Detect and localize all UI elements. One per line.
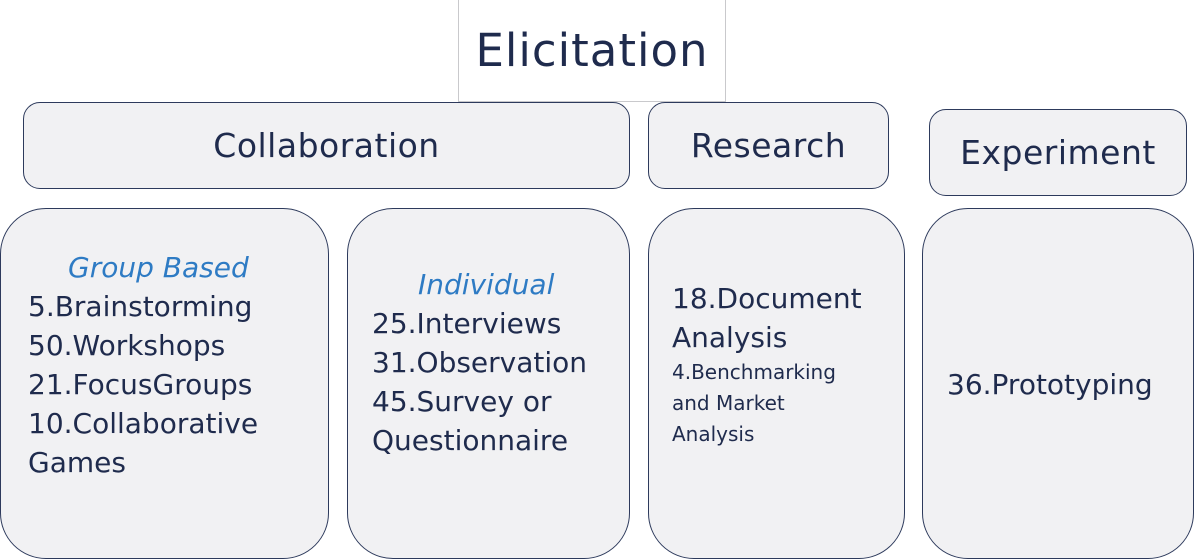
card-group-based: Group Based 5.Brainstorming 50.Workshops… [0,208,329,559]
list-item: 36.Prototyping [947,368,1153,401]
category-collaboration: Collaboration [23,102,630,189]
category-experiment-label: Experiment [960,133,1156,172]
category-experiment: Experiment [929,109,1187,196]
list-item: 25.Interviews [372,307,562,340]
list-item: 18.Document [672,282,862,315]
list-item-small: 4.Benchmarking [672,360,836,384]
list-item: Questionnaire [372,424,569,457]
list-item: Games [28,446,126,479]
diagram-title: Elicitation [458,0,726,102]
card-experiment: 36.Prototyping [922,208,1194,559]
category-research: Research [648,102,889,189]
list-item: 31.Observation [372,346,588,379]
list-item: 5.Brainstorming [28,290,253,323]
list-item: Analysis [672,321,788,354]
category-collaboration-label: Collaboration [213,126,440,165]
card-research: 18.Document Analysis 4.Benchmarking and … [648,208,905,559]
card-individual: Individual 25.Interviews 31.Observation … [347,208,630,559]
list-item: 10.Collaborative [28,407,259,440]
card-individual-heading: Individual [418,268,555,301]
list-item: 50.Workshops [28,329,226,362]
category-research-label: Research [690,126,847,165]
list-item: 45.Survey or [372,385,552,418]
card-group-heading: Group Based [68,251,249,284]
list-item-small: Analysis [672,422,755,446]
list-item-small: and Market [672,391,785,415]
list-item: 21.FocusGroups [28,368,253,401]
